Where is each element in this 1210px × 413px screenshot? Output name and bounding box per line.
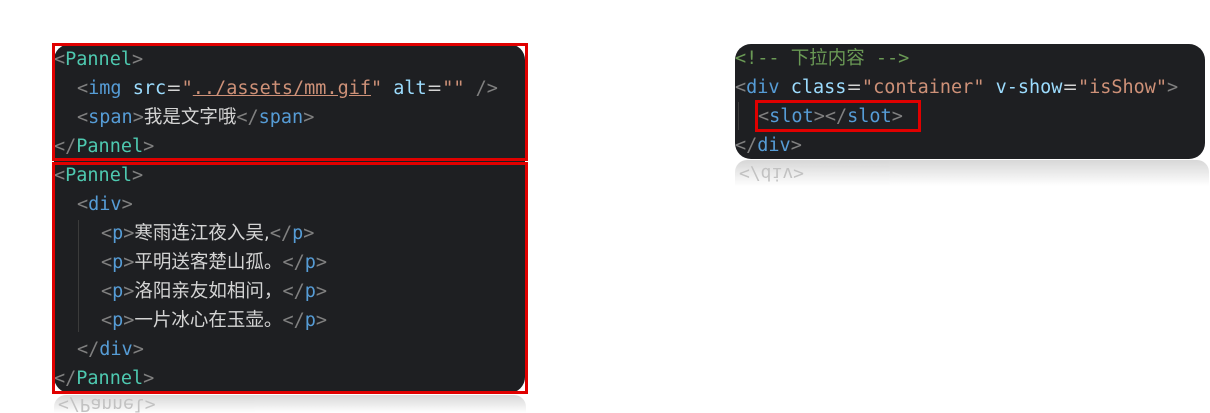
html-tag: slot	[769, 106, 814, 127]
code-line: </div>	[77, 339, 144, 360]
span-text: 我是文字哦	[143, 107, 237, 128]
code-line: <p>平明送客楚山孤。</p>	[101, 252, 327, 273]
component-tag: Pannel	[65, 165, 132, 186]
html-tag: p	[292, 223, 304, 244]
html-tag: p	[112, 223, 124, 244]
html-tag: div	[757, 135, 791, 156]
code-line: <Pannel>	[54, 165, 144, 186]
html-tag: div	[99, 339, 133, 360]
attr-name: v-show	[995, 77, 1063, 98]
code-line: <div class="container" v-show="isShow">	[735, 77, 1179, 98]
panel-reflection: </div>	[735, 160, 1209, 186]
component-tag: Pannel	[76, 368, 144, 389]
html-tag: slot	[847, 106, 892, 127]
code-line: <p>一片冰心在玉壶。</p>	[101, 310, 327, 331]
src-link[interactable]: ../assets/mm.gif	[192, 78, 371, 99]
html-tag: div	[88, 194, 122, 215]
html-tag: p	[112, 310, 124, 331]
code-line: <img src="../assets/mm.gif" alt="" />	[77, 78, 498, 99]
component-tag: Pannel	[65, 49, 132, 70]
code-editor-left: <Pannel> <img src="../assets/mm.gif" alt…	[54, 44, 525, 393]
html-tag: span	[258, 107, 304, 128]
html-tag: p	[304, 252, 316, 273]
code-line: </div>	[735, 135, 802, 156]
code-line: <!-- 下拉内容 -->	[735, 44, 1205, 73]
self-close: />	[475, 78, 498, 99]
code-line: <Pannel>	[54, 49, 144, 70]
html-tag: span	[88, 107, 133, 128]
attr-value: isShow	[1089, 77, 1156, 98]
poem-line: 洛阳亲友如相问，	[134, 281, 283, 302]
code-line: </Pannel>	[54, 136, 155, 157]
html-tag: p	[304, 310, 316, 331]
attr-name: alt	[393, 78, 427, 99]
component-tag: Pannel	[76, 136, 144, 157]
code-editor-right: <!-- 下拉内容 --> <div class="container" v-s…	[735, 44, 1205, 159]
html-tag: p	[112, 252, 124, 273]
html-tag: img	[88, 78, 122, 99]
code-line: <span>我是文字哦</span>	[77, 107, 315, 128]
panel-reflection: </Pannel>	[54, 395, 526, 413]
code-line: <slot></slot>	[758, 106, 903, 127]
attr-name: class	[790, 77, 847, 98]
poem-line: 寒雨连江夜入吴,	[134, 223, 270, 244]
code-comment: <!-- 下拉内容 -->	[735, 48, 910, 69]
code-line: <p>洛阳亲友如相问，</p>	[101, 281, 327, 302]
code-line: </Pannel>	[54, 368, 155, 389]
poem-line: 一片冰心在玉壶。	[134, 310, 283, 331]
poem-line: 平明送客楚山孤。	[134, 252, 283, 273]
html-tag: p	[304, 281, 316, 302]
code-line: <p>寒雨连江夜入吴,</p>	[101, 223, 315, 244]
html-tag: div	[746, 77, 780, 98]
indent-guide	[78, 220, 79, 332]
attr-value: container	[873, 77, 974, 98]
code-line: <div>	[77, 194, 133, 215]
html-tag: p	[112, 281, 124, 302]
attr-name: src	[132, 78, 167, 99]
indent-guide	[738, 102, 739, 130]
